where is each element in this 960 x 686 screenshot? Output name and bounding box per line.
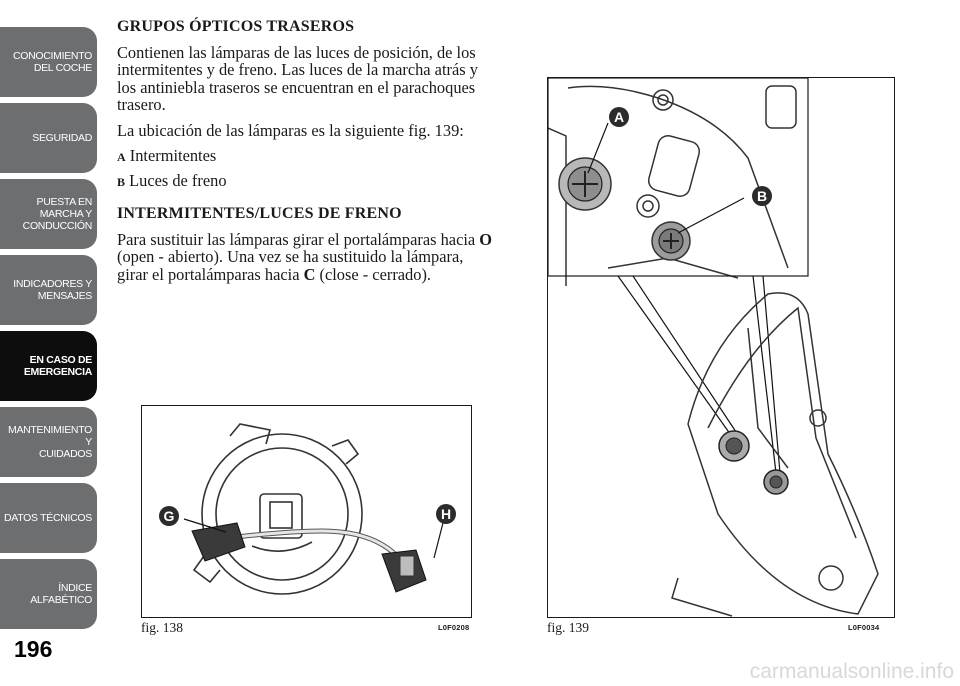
figure-139-code: L0F0034 bbox=[848, 623, 880, 632]
key-close: C bbox=[303, 264, 316, 284]
replacement-paragraph: Para sustituir las lámparas girar el por… bbox=[117, 229, 497, 284]
figure-138: G H bbox=[141, 405, 472, 618]
section-title-grupos-opticos: GRUPOS ÓPTICOS TRASEROS bbox=[117, 18, 355, 35]
lamp-key: A bbox=[117, 150, 126, 164]
tab-indice-alfabetico[interactable]: ÍNDICE ALFABÉTICO bbox=[0, 559, 97, 629]
callout-b: B bbox=[752, 186, 772, 206]
lamp-text: Luces de freno bbox=[129, 170, 227, 190]
figure-139: A B bbox=[547, 77, 895, 618]
tab-conocimiento-del-coche[interactable]: CONOCIMIENTO DEL COCHE bbox=[0, 27, 97, 97]
page-number: 196 bbox=[14, 636, 53, 662]
tab-mantenimiento-y-cuidados[interactable]: MANTENIMIENTO Y CUIDADOS bbox=[0, 407, 97, 477]
tab-puesta-en-marcha[interactable]: PUESTA EN MARCHA Y CONDUCCIÓN bbox=[0, 179, 97, 249]
callout-a: A bbox=[609, 107, 629, 127]
tab-seguridad[interactable]: SEGURIDAD bbox=[0, 103, 97, 173]
text-run: (close - cerrado). bbox=[315, 264, 431, 284]
section-title-intermitentes: INTERMITENTES/LUCES DE FRENO bbox=[117, 205, 402, 222]
figure-138-code: L0F0208 bbox=[438, 623, 470, 632]
tab-datos-tecnicos[interactable]: DATOS TÉCNICOS bbox=[0, 483, 97, 553]
lamp-item-b: B Luces de freno bbox=[117, 170, 497, 192]
lamp-key: B bbox=[117, 174, 126, 189]
location-paragraph: La ubicación de las lámparas es la sigui… bbox=[117, 120, 464, 140]
text-column: GRUPOS ÓPTICOS TRASEROS Contienen las lá… bbox=[117, 18, 497, 291]
tab-indicadores-y-mensajes[interactable]: INDICADORES Y MENSAJES bbox=[0, 255, 97, 325]
lamp-text: Intermitentes bbox=[129, 146, 217, 165]
text-run: Para sustituir las lámparas girar el por… bbox=[117, 229, 480, 249]
watermark: carmanualsonline.info bbox=[749, 660, 954, 683]
bulb-holder-illustration bbox=[183, 423, 445, 595]
callout-g: G bbox=[159, 506, 179, 526]
key-open: O bbox=[479, 229, 493, 249]
figure-139-caption: fig. 139 bbox=[547, 620, 589, 635]
text-run: (open - abierto). Una vez se ha sustitui… bbox=[117, 247, 464, 284]
rear-light-cluster-illustration bbox=[548, 78, 879, 617]
tab-en-caso-de-emergencia[interactable]: EN CASO DE EMERGENCIA bbox=[0, 331, 97, 401]
callout-h: H bbox=[436, 504, 456, 524]
lamp-item-a: A Intermitentes bbox=[117, 147, 497, 167]
figure-138-caption: fig. 138 bbox=[141, 620, 183, 635]
intro-paragraph: Contienen las lámparas de las luces de p… bbox=[117, 42, 478, 114]
